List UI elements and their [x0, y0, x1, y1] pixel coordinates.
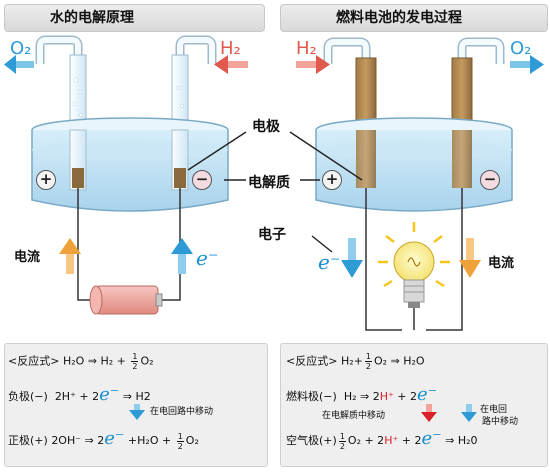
right-pos-sign: +	[322, 170, 342, 190]
right-title: 燃料电池的发电过程	[336, 10, 462, 26]
left-electron-symbol: e⁻	[196, 246, 219, 270]
right-o2-arrow	[510, 55, 544, 74]
battery	[89, 285, 163, 315]
right-electrolyte-note: 在电解质中移动	[322, 411, 386, 421]
left-negative-line: 负极(−) 2H⁺ + 2e⁻ ⇒ H2	[8, 384, 151, 405]
left-anode-sign: +	[36, 170, 56, 190]
right-reaction-panel	[280, 343, 548, 467]
left-title-bar	[4, 4, 265, 32]
left-h2-arrow	[214, 55, 248, 74]
left-electron-arrow	[171, 238, 193, 274]
light-bulb	[378, 222, 450, 330]
electrode-label: 电极	[252, 119, 280, 135]
right-electron-arrow	[341, 238, 363, 278]
right-fuel-line: 燃料极(−) H₂ ⇒ 2H⁺ + 2e⁻	[286, 384, 438, 405]
right-circuit-wire	[365, 188, 463, 331]
right-electron-symbol: e⁻	[318, 250, 341, 274]
right-electrolyte-arrow	[421, 412, 437, 422]
right-neg-sign: −	[480, 170, 500, 190]
electron-label: 电子	[258, 227, 286, 243]
left-anode	[72, 168, 84, 188]
left-move-arrow	[129, 410, 145, 420]
left-o2-arrow	[4, 55, 34, 74]
diagram-canvas	[4, 35, 544, 331]
right-circuit-note-2: 路中移动	[482, 417, 519, 427]
right-h2-label: H₂	[296, 38, 317, 59]
right-h2-arrow	[296, 55, 330, 74]
left-beaker	[31, 117, 229, 212]
right-o2-label: O₂	[510, 38, 532, 59]
right-beaker	[315, 117, 513, 212]
left-cathode	[174, 168, 186, 188]
left-cathode-sign: −	[192, 170, 212, 190]
left-current-label: 电流	[14, 250, 41, 265]
left-o2-label: O₂	[10, 38, 32, 59]
right-circuit-note-1: 在电回	[480, 405, 508, 415]
electrolyte-label: 电解质	[248, 175, 290, 191]
left-h2-label: H₂	[220, 38, 241, 59]
left-title: 水的电解原理	[50, 10, 134, 26]
right-current-label: 电流	[488, 256, 515, 271]
left-current-arrow	[59, 238, 81, 274]
pointer-lines	[187, 131, 363, 253]
left-move-note: 在电回路中移动	[150, 407, 214, 417]
right-current-arrow	[459, 238, 481, 278]
right-title-bar	[280, 4, 548, 32]
right-circuit-arrow	[461, 412, 477, 422]
